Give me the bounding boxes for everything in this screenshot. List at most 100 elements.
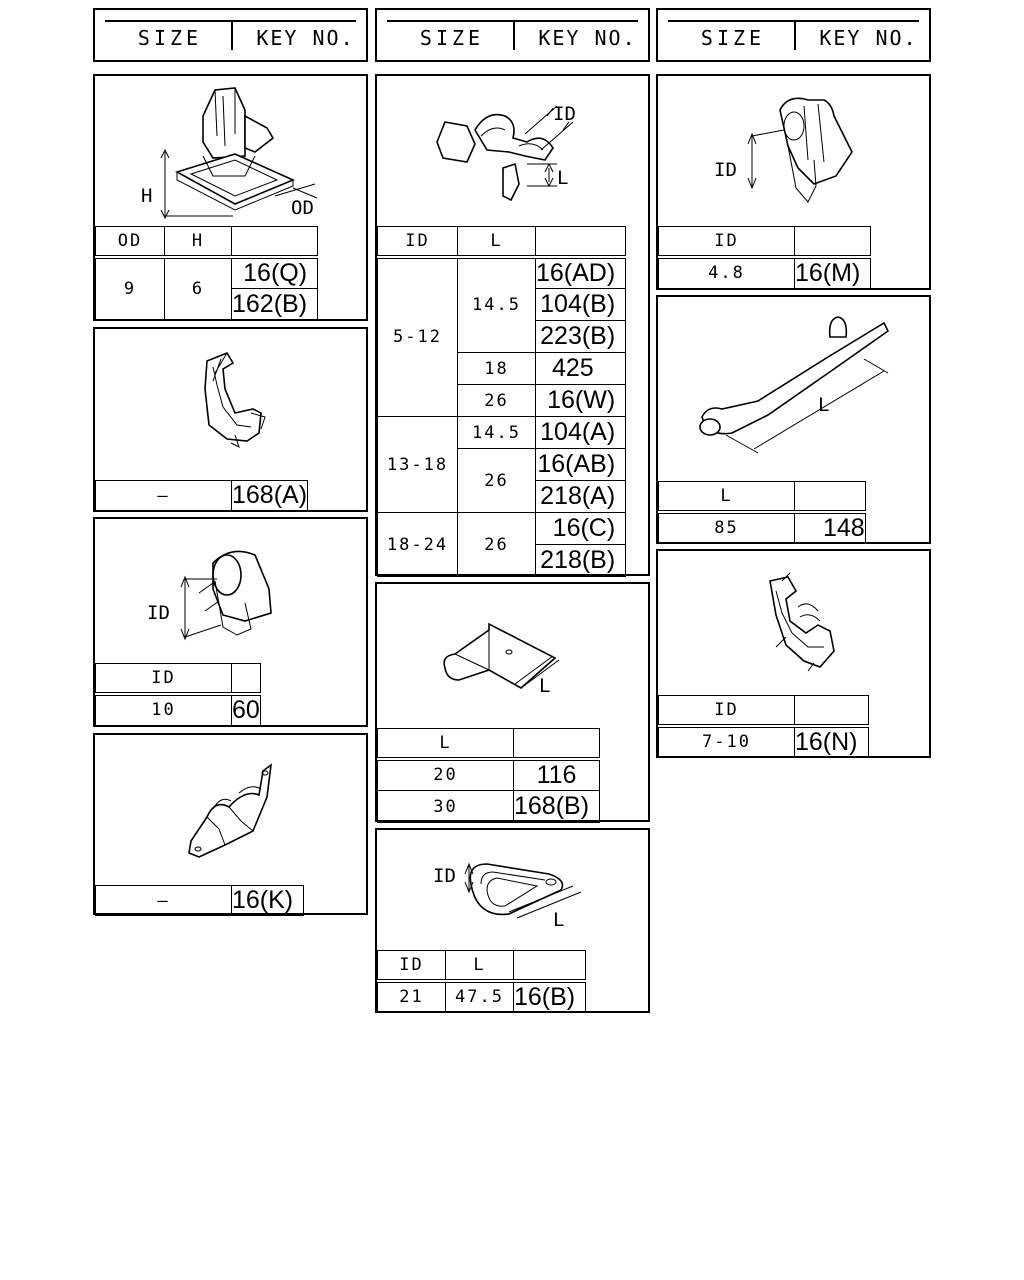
dim-l-label: L bbox=[557, 167, 568, 189]
cable-strap-drawing: L bbox=[658, 297, 929, 481]
id-clip-table: ID 10 60 bbox=[95, 663, 261, 726]
dim-od-label: OD bbox=[291, 197, 314, 219]
key-no: 168(B) bbox=[512, 790, 601, 823]
key-no: 60 bbox=[231, 691, 261, 726]
dim-l-label: L bbox=[818, 394, 829, 416]
wire-clip-drawing: ID bbox=[658, 76, 929, 226]
header-box-2: SIZE KEY NO. bbox=[375, 8, 650, 62]
key-no: 16(K) bbox=[230, 885, 305, 916]
push-clip-table: OD H 9 6 16(Q) 162(B) bbox=[95, 226, 319, 321]
id-value: 21 bbox=[377, 978, 446, 1013]
col-key-header bbox=[512, 728, 601, 759]
col-key-header bbox=[512, 950, 587, 981]
id-value: 10 bbox=[95, 691, 232, 726]
l-value: 14.5 bbox=[457, 254, 536, 353]
col-key-header bbox=[534, 226, 627, 257]
flat-clip-drawing: L bbox=[377, 584, 648, 728]
key-no: 16(AD) bbox=[534, 254, 627, 289]
cable-strap-table: L 85 148 bbox=[658, 481, 866, 544]
col-id-header: ID bbox=[377, 950, 446, 981]
dim-id-label: ID bbox=[553, 103, 576, 125]
col-l-header: L bbox=[457, 226, 536, 257]
dim-h-label: H bbox=[141, 185, 152, 207]
flat-clip-table: L 20 116 30 168(B) bbox=[377, 728, 601, 823]
p-clamp-table: ID L 21 47.5 16(B) bbox=[377, 950, 587, 1013]
double-clip-table: ID 7-10 16(N) bbox=[658, 695, 869, 758]
header-size-label: SIZE bbox=[137, 26, 203, 50]
l-value: 20 bbox=[377, 756, 514, 791]
key-no: 425 bbox=[534, 352, 627, 385]
l-value: 14.5 bbox=[457, 416, 536, 449]
id-clip-drawing: ID bbox=[95, 519, 366, 663]
pipe-clip-drawing: ID L bbox=[377, 76, 648, 226]
panel-p-clamp: ID L ID L 21 47.5 16(B) bbox=[375, 828, 650, 1013]
panel-push-clip: H OD OD H 9 6 16(Q) 162(B) bbox=[93, 74, 368, 321]
key-no: 16(N) bbox=[794, 723, 869, 758]
key-no: 168(A) bbox=[230, 480, 309, 511]
panel-pipe-clip: ID L ID L 5-12 14.5 16(AD) 104(B) 223(B)… bbox=[375, 74, 650, 577]
double-clip-drawing bbox=[658, 551, 929, 695]
col-key-header bbox=[794, 695, 869, 726]
pipe-clip-table: ID L 5-12 14.5 16(AD) 104(B) 223(B) 18 4… bbox=[377, 226, 627, 577]
dim-l-label: L bbox=[553, 909, 564, 931]
header-key-label: KEY NO. bbox=[819, 26, 918, 50]
panel-flat-clip: L L 20 116 30 168(B) bbox=[375, 582, 650, 823]
col-id-header: ID bbox=[658, 226, 795, 257]
header-size-label: SIZE bbox=[700, 26, 766, 50]
key-no: 162(B) bbox=[230, 288, 319, 321]
header-box-1: SIZE KEY NO. bbox=[93, 8, 368, 62]
key-no: 16(Q) bbox=[230, 254, 319, 289]
size-value: — bbox=[95, 885, 232, 916]
header-key-label: KEY NO. bbox=[256, 26, 355, 50]
id-value: 5-12 bbox=[377, 254, 458, 417]
key-no: 148 bbox=[794, 509, 866, 544]
key-no: 104(A) bbox=[534, 416, 627, 449]
dim-id-label: ID bbox=[714, 159, 737, 181]
key-no: 16(W) bbox=[534, 384, 627, 417]
hose-clip-table: — 168(A) bbox=[95, 480, 309, 511]
col-id-header: ID bbox=[377, 226, 458, 257]
key-no: 16(C) bbox=[534, 512, 627, 545]
key-no: 104(B) bbox=[534, 288, 627, 321]
key-no: 218(B) bbox=[534, 544, 627, 577]
key-no: 223(B) bbox=[534, 320, 627, 353]
wire-clip-table: ID 4.8 16(M) bbox=[658, 226, 872, 289]
l-value: 26 bbox=[457, 512, 536, 577]
l-value: 85 bbox=[658, 509, 795, 544]
panel-wire-clip: ID ID 4.8 16(M) bbox=[656, 74, 931, 290]
key-no: 218(A) bbox=[534, 480, 627, 513]
key-no: 116 bbox=[512, 756, 601, 791]
header-key-label: KEY NO. bbox=[538, 26, 637, 50]
hose-clip-drawing bbox=[95, 329, 366, 481]
panel-bracket-clip: — 16(K) bbox=[93, 733, 368, 916]
push-clip-drawing: H OD bbox=[95, 76, 366, 226]
header-box-3: SIZE KEY NO. bbox=[656, 8, 931, 62]
bracket-clip-table: — 16(K) bbox=[95, 885, 305, 916]
dim-id-label: ID bbox=[147, 602, 170, 624]
panel-hose-clip: — 168(A) bbox=[93, 327, 368, 512]
key-no: 16(AB) bbox=[534, 448, 627, 481]
key-no: 16(M) bbox=[793, 254, 872, 289]
h-value: 6 bbox=[164, 254, 232, 321]
l-value: 47.5 bbox=[445, 978, 514, 1013]
col-id-header: ID bbox=[95, 663, 232, 694]
col-key-header bbox=[793, 226, 872, 257]
col-key-header bbox=[231, 663, 261, 694]
id-value: 4.8 bbox=[658, 254, 795, 289]
col-od-header: OD bbox=[95, 226, 165, 257]
col-l-header: L bbox=[445, 950, 514, 981]
col-key-header bbox=[230, 226, 319, 257]
bracket-clip-drawing bbox=[95, 735, 366, 885]
col-key-header bbox=[794, 481, 866, 512]
col-id-header: ID bbox=[658, 695, 795, 726]
id-value: 13-18 bbox=[377, 416, 458, 513]
key-no: 16(B) bbox=[512, 978, 587, 1013]
col-l-header: L bbox=[658, 481, 795, 512]
col-h-header: H bbox=[164, 226, 232, 257]
size-value: — bbox=[95, 480, 232, 511]
l-value: 30 bbox=[377, 790, 514, 823]
panel-cable-strap: L L 85 148 bbox=[656, 295, 931, 544]
dim-id-label: ID bbox=[433, 865, 456, 887]
p-clamp-drawing: ID L bbox=[377, 830, 648, 950]
panel-id-clip: ID ID 10 60 bbox=[93, 517, 368, 727]
